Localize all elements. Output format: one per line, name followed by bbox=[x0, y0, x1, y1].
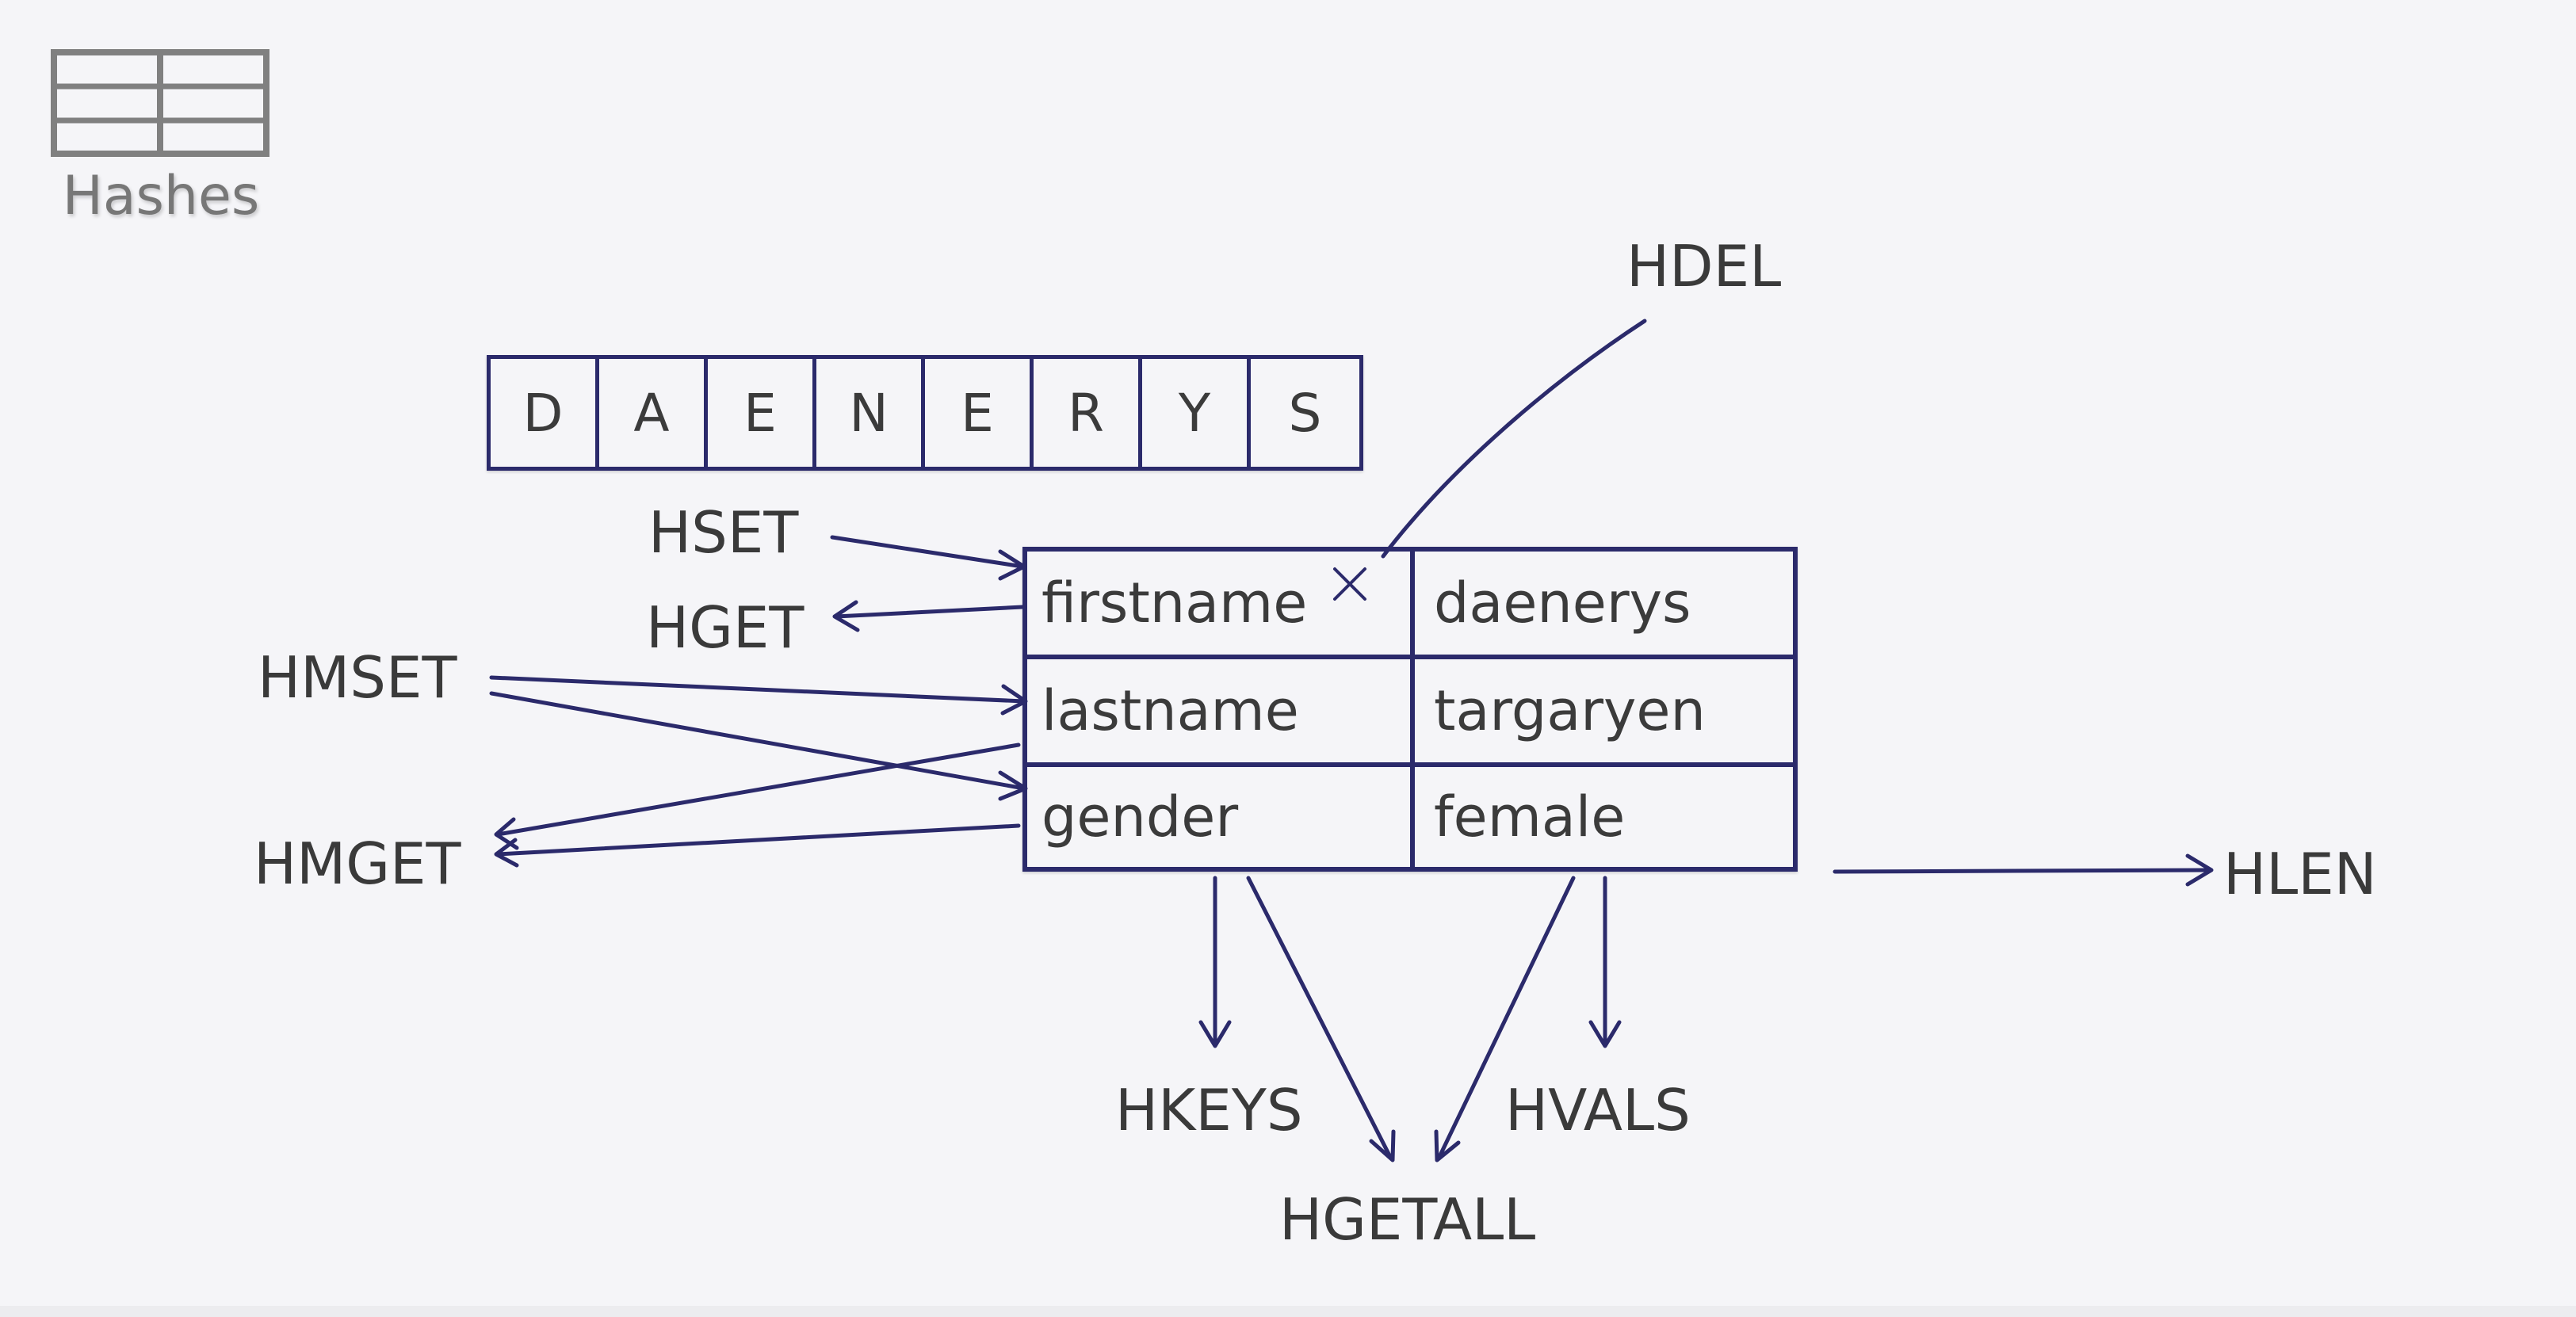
key-letter: A bbox=[599, 359, 708, 467]
cmd-hlen: HLEN bbox=[2223, 841, 2377, 907]
hmset-arrow-2 bbox=[489, 691, 1026, 791]
hash-value: female bbox=[1434, 784, 1626, 849]
hash-row: lastname targaryen bbox=[1027, 659, 1793, 767]
hash-row: firstname daenerys bbox=[1027, 552, 1793, 659]
key-letter: S bbox=[1288, 382, 1322, 444]
hash-row: gender female bbox=[1027, 767, 1793, 867]
bottom-band bbox=[0, 1306, 2576, 1317]
hash-value: targaryen bbox=[1434, 678, 1706, 743]
hash-table: firstname daenerys lastname targaryen ge… bbox=[1022, 547, 1798, 872]
cmd-hget: HGET bbox=[646, 594, 805, 661]
key-letter: N bbox=[816, 359, 925, 467]
hmget-arrow-2 bbox=[495, 823, 1021, 857]
cmd-hkeys: HKEYS bbox=[1115, 1077, 1303, 1143]
key-letter: E bbox=[708, 359, 816, 467]
badge-label: Hashes bbox=[62, 165, 260, 227]
hash-field: lastname bbox=[1027, 659, 1415, 762]
cmd-hgetall: HGETALL bbox=[1279, 1186, 1536, 1253]
key-letter: D bbox=[491, 359, 599, 467]
hget-arrow bbox=[834, 605, 1025, 619]
cmd-hset: HSET bbox=[648, 499, 799, 566]
hdel-line bbox=[1381, 319, 1647, 559]
key-letter: E bbox=[925, 359, 1034, 467]
key-letter-row: D A E N E R Y S bbox=[487, 355, 1363, 471]
key-letter: Y bbox=[1142, 359, 1251, 467]
hash-field: firstname bbox=[1027, 552, 1415, 655]
hset-arrow bbox=[830, 535, 1025, 569]
hash-field: gender bbox=[1027, 767, 1415, 867]
hash-value: daenerys bbox=[1434, 571, 1691, 636]
cmd-hdel: HDEL bbox=[1626, 233, 1782, 300]
hmget-arrow-1 bbox=[495, 742, 1021, 837]
table-grid-icon bbox=[51, 49, 269, 157]
key-letter: R bbox=[1034, 359, 1142, 467]
cmd-hmget: HMGET bbox=[254, 830, 461, 897]
cmd-hvals: HVALS bbox=[1505, 1077, 1691, 1143]
cmd-hmset: HMSET bbox=[258, 644, 457, 711]
hlen-arrow bbox=[1833, 868, 2212, 874]
hmset-arrow-1 bbox=[489, 675, 1026, 704]
